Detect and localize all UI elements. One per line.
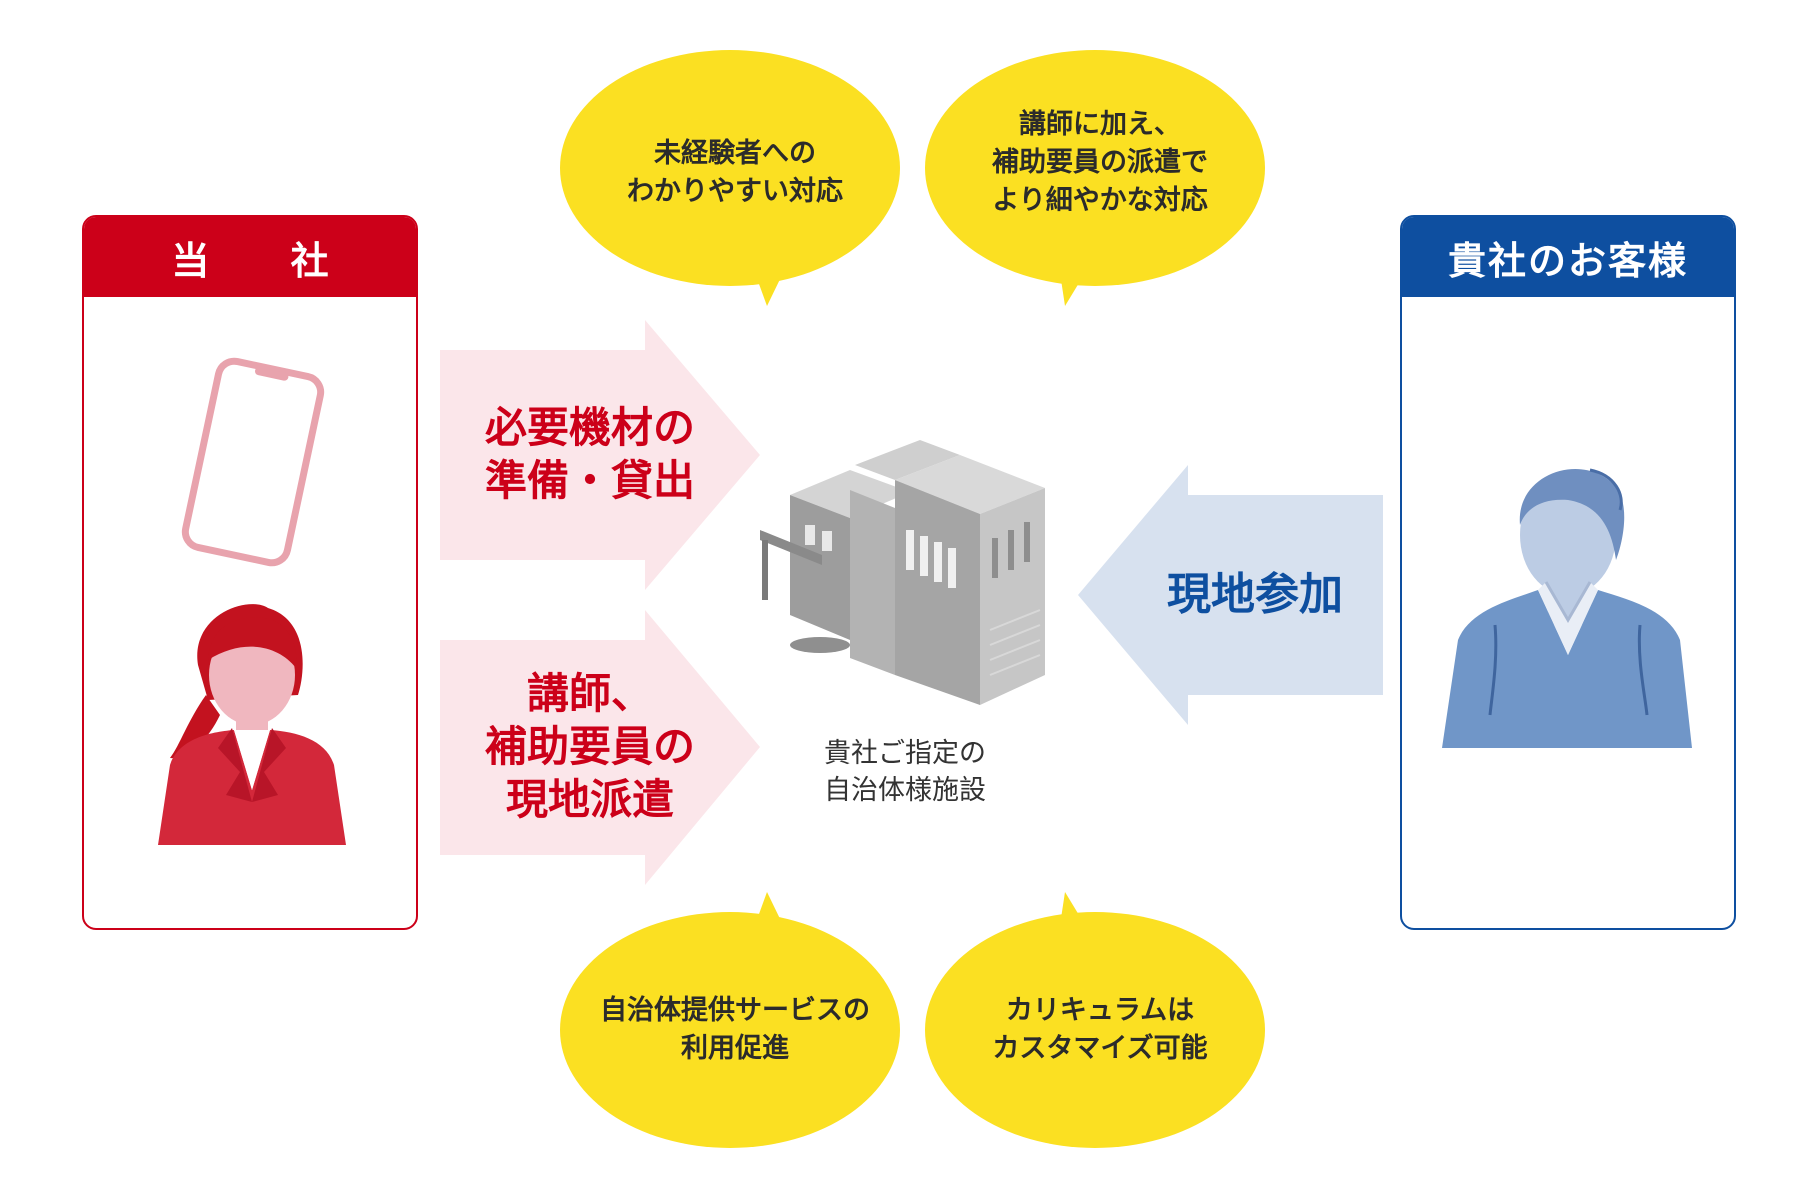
bubble-top-left — [560, 50, 900, 306]
facility-caption: 貴社ご指定の 自治体様施設 — [824, 738, 986, 807]
bubble-bottom-left — [560, 892, 900, 1148]
bubble-bottom-right — [925, 892, 1265, 1148]
participation-arrow-label: 現地参加 — [1167, 569, 1343, 621]
bubble-top-right — [925, 50, 1265, 306]
participation-arrow — [1078, 465, 1383, 725]
dispatch-arrow — [440, 610, 760, 885]
building-icon — [760, 440, 1045, 705]
customer-title: 貴社のお客様 — [1402, 217, 1734, 297]
bubble-top-left-text: 未経験者への わかりやすい対応 — [627, 137, 843, 207]
businesswoman-icon — [158, 604, 346, 845]
equipment-arrow — [440, 320, 760, 590]
our-company-title: 当 社 — [84, 217, 416, 297]
bubble-top-right-text: 講師に加え、 補助要員の派遣で より細やかな対応 — [992, 108, 1208, 217]
equipment-arrow-label: 必要機材の 準備・貸出 — [484, 403, 695, 505]
smartphone-icon — [181, 357, 325, 567]
man-customer-icon — [1442, 468, 1692, 748]
dispatch-arrow-label: 講師、 補助要員の 現地派遣 — [484, 669, 695, 824]
bubble-bottom-right-text: カリキュラムは カスタマイズ可能 — [992, 994, 1208, 1064]
bubble-bottom-left-text: 自治体提供サービスの 利用促進 — [600, 994, 870, 1064]
